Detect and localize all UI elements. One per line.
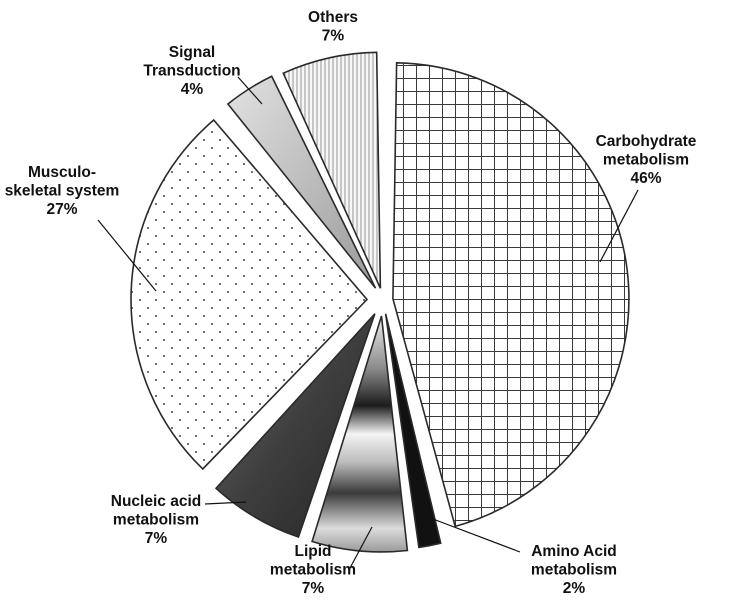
label-others: Others 7%	[308, 9, 358, 45]
leader-line-carbohydrate-metabolism	[599, 189, 639, 263]
leader-line-signal-transduction	[237, 76, 263, 105]
label-line-signal-transduction-1: Transduction	[143, 63, 240, 80]
slice-musculo-skeletal-system	[130, 118, 369, 471]
leader-line-nucleic-acid-metabolism	[204, 501, 247, 505]
label-line-signal-transduction-2: 4%	[181, 81, 204, 98]
label-line-nucleic-acid-metabolism-1: metabolism	[113, 512, 199, 529]
pie-slices	[130, 51, 630, 553]
label-line-carbohydrate-metabolism-0: Carbohydrate	[596, 133, 697, 150]
label-line-musculo-skeletal-system-2: 27%	[46, 201, 77, 218]
label-line-carbohydrate-metabolism-1: metabolism	[603, 152, 689, 169]
label-line-amino-acid-metabolism-0: Amino Acid	[531, 543, 617, 560]
slice-amino-acid-metabolism	[384, 313, 442, 549]
label-line-lipid-metabolism-0: Lipid	[294, 543, 331, 560]
label-line-signal-transduction-0: Signal	[169, 44, 216, 61]
slice-nucleic-acid-metabolism	[214, 313, 376, 539]
leader-line-lipid-metabolism	[349, 526, 373, 569]
label-line-musculo-skeletal-system-0: Musculo-	[28, 164, 96, 181]
label-leader-lines	[97, 76, 639, 569]
label-line-others-0: Others	[308, 9, 358, 26]
slice-carbohydrate-metabolism	[392, 61, 630, 528]
leader-line-musculo-skeletal-system	[97, 219, 157, 292]
leader-line-amino-acid-metabolism	[432, 518, 521, 553]
slice-others	[282, 51, 382, 289]
label-line-amino-acid-metabolism-2: 2%	[563, 580, 586, 597]
label-line-amino-acid-metabolism-1: metabolism	[531, 562, 617, 579]
label-line-lipid-metabolism-2: 7%	[302, 580, 325, 597]
label-line-nucleic-acid-metabolism-0: Nucleic acid	[111, 493, 201, 510]
label-line-others-1: 7%	[322, 28, 345, 45]
label-line-nucleic-acid-metabolism-2: 7%	[145, 530, 168, 547]
label-line-carbohydrate-metabolism-2: 46%	[630, 170, 661, 187]
label-line-musculo-skeletal-system-1: skeletal system	[5, 183, 120, 200]
label-line-lipid-metabolism-1: metabolism	[270, 562, 356, 579]
